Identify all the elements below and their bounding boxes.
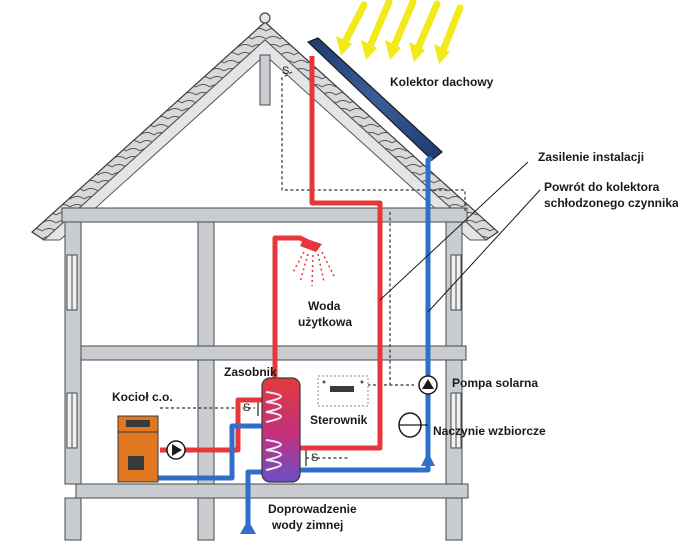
house-structure [61, 207, 469, 541]
boiler-unit [117, 415, 159, 483]
label-supply: Zasilenie instalacji [538, 150, 645, 164]
storage-tank [261, 377, 301, 483]
label-return-2: schłodzonego czynnika [544, 196, 678, 210]
label-controller: Sterownik [310, 413, 368, 427]
label-hot-water-2: użytkowa [298, 315, 353, 329]
return-flow-arrow [421, 452, 435, 466]
shower [291, 238, 335, 287]
sensor-tank-upper: S [243, 402, 251, 414]
label-return-1: Powrót do kolektora [544, 180, 660, 194]
cold-water-inlet-arrow [240, 520, 256, 534]
leader-lines [379, 161, 541, 313]
label-boiler: Kocioł c.o. [112, 390, 173, 404]
boiler-pump [166, 440, 186, 460]
sensor-tank-lower: S [311, 452, 319, 464]
sun-ray-heads [336, 36, 450, 64]
label-expansion-vessel: Naczynie wzbiorcze [433, 424, 546, 438]
label-solar-pump: Pompa solarna [452, 376, 539, 390]
label-tank: Zasobnik [224, 365, 277, 379]
solar-pump [418, 375, 438, 395]
label-cold-water-1: Doprowadzenie [268, 502, 357, 516]
attic-post [259, 54, 271, 106]
expansion-vessel [398, 412, 428, 438]
controller-unit [317, 375, 369, 407]
ridge-cap [259, 12, 271, 24]
cold-pipes [150, 155, 434, 530]
windows [66, 254, 462, 449]
sun-rays [342, 0, 464, 52]
sensor-collector: S [282, 65, 290, 77]
label-cold-water-2: wody zimnej [272, 518, 344, 532]
label-hot-water-1: Woda [308, 299, 341, 313]
label-roof-collector: Kolektor dachowy [390, 75, 494, 89]
roof-collector-panel [306, 37, 443, 161]
